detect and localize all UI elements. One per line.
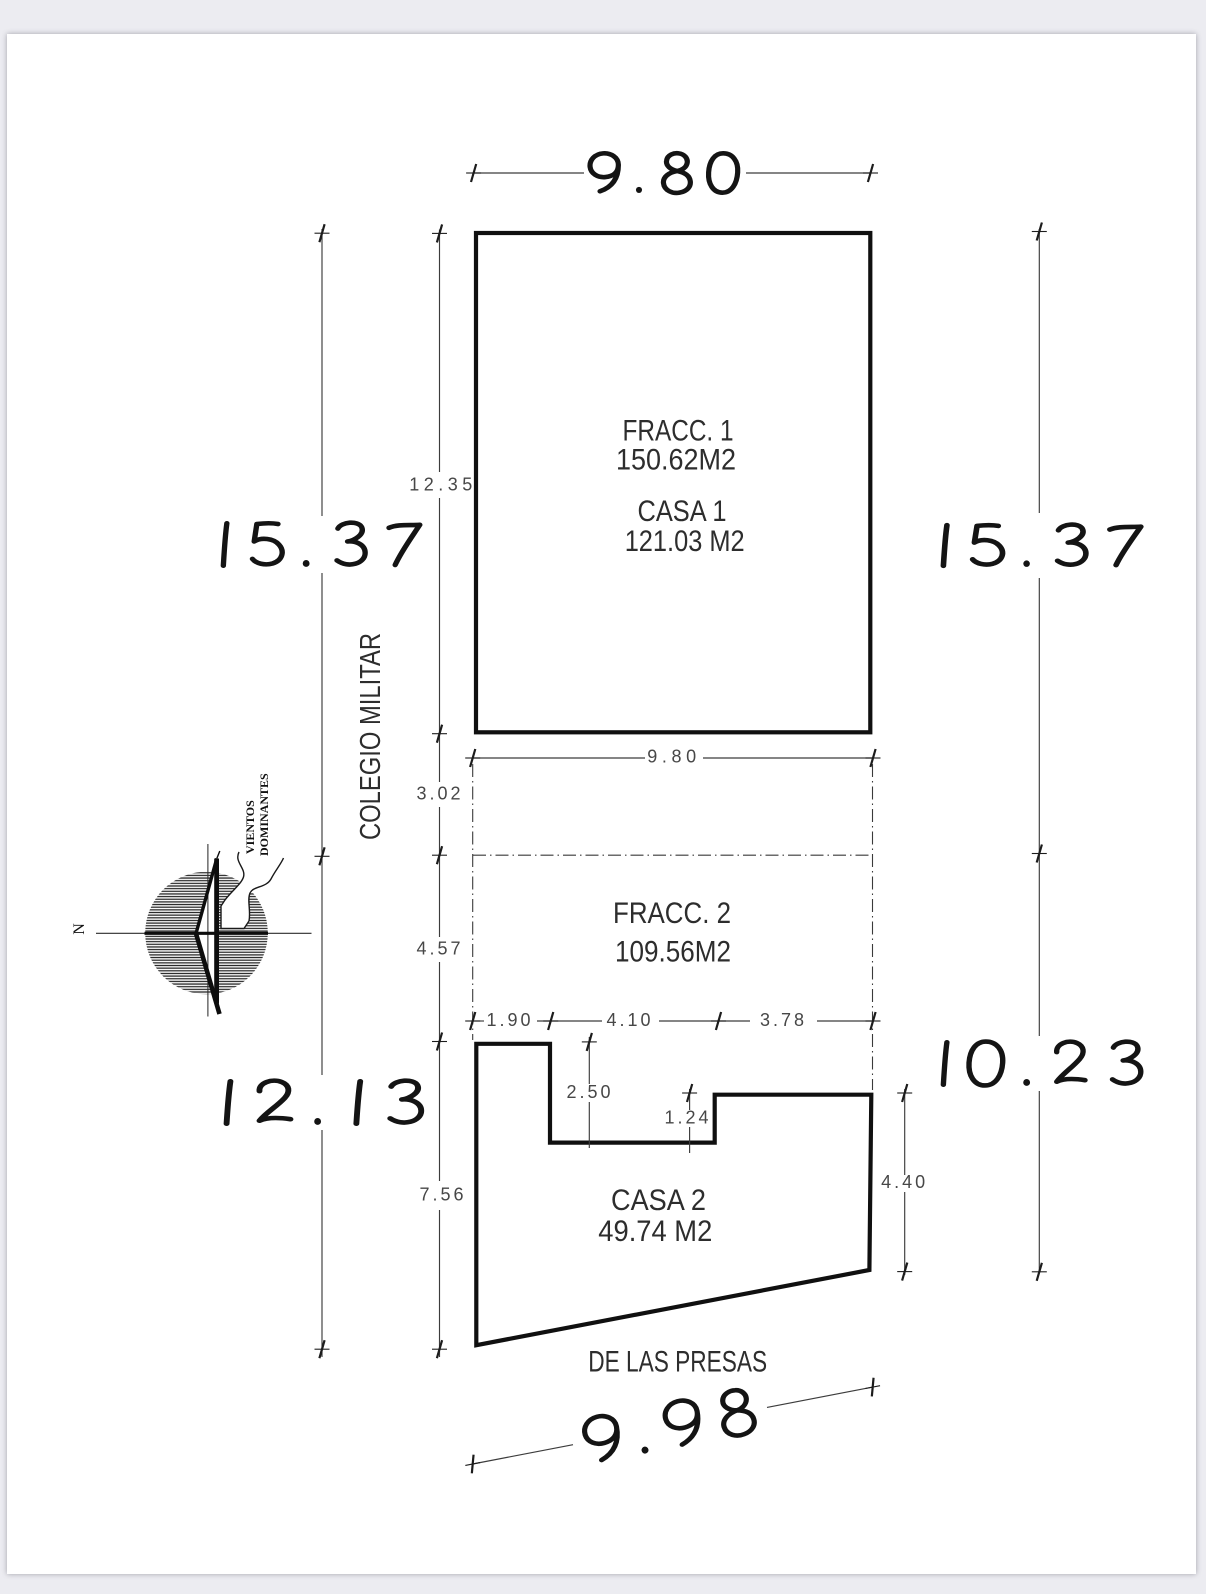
svg-text:1.24: 1.24	[664, 1107, 711, 1127]
svg-text:N: N	[71, 923, 88, 935]
svg-text:4.40: 4.40	[881, 1172, 928, 1192]
svg-text:VIENTOS: VIENTOS	[243, 800, 257, 854]
svg-text:109.56M2: 109.56M2	[615, 936, 731, 969]
svg-text:2.50: 2.50	[566, 1082, 613, 1102]
svg-text:4.57: 4.57	[416, 938, 463, 958]
svg-text:CASA 1: CASA 1	[638, 495, 727, 528]
svg-text:9.80: 9.80	[647, 746, 700, 766]
svg-text:49.74 M2: 49.74 M2	[598, 1215, 712, 1248]
svg-text:3.78: 3.78	[760, 1010, 807, 1030]
svg-text:FRACC. 2: FRACC. 2	[613, 897, 731, 930]
svg-text:4.10: 4.10	[606, 1010, 653, 1030]
svg-text:1.90: 1.90	[486, 1010, 533, 1030]
svg-text:7.56: 7.56	[419, 1184, 466, 1204]
svg-text:121.03 M2: 121.03 M2	[625, 525, 745, 558]
svg-text:CASA 2: CASA 2	[611, 1184, 706, 1217]
svg-text:3.02: 3.02	[416, 783, 463, 803]
svg-text:12.35: 12.35	[409, 474, 477, 494]
svg-text:DOMINANTES: DOMINANTES	[257, 773, 271, 856]
svg-text:150.62M2: 150.62M2	[616, 444, 736, 477]
svg-text:COLEGIO MILITAR: COLEGIO MILITAR	[355, 633, 387, 840]
svg-text:FRACC. 1: FRACC. 1	[623, 415, 734, 448]
svg-text:DE LAS PRESAS: DE LAS PRESAS	[588, 1346, 767, 1379]
